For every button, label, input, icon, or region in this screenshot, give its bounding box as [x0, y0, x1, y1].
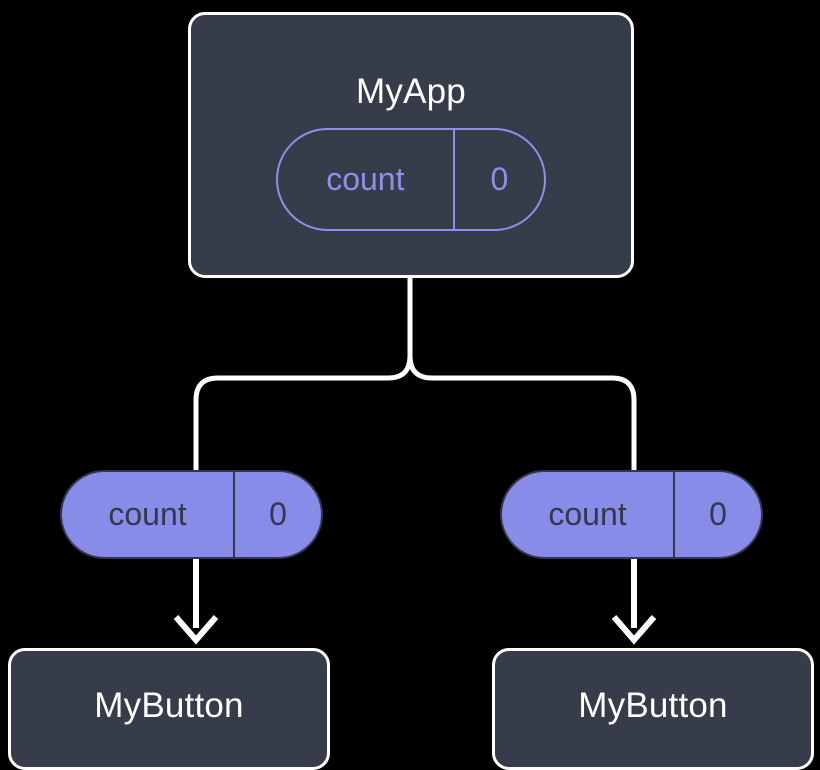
- state-pill-root[interactable]: count 0: [276, 128, 546, 231]
- state-pill-key: count: [502, 472, 675, 557]
- component-node-root[interactable]: MyApp: [188, 12, 634, 278]
- component-label-root: MyApp: [356, 72, 466, 111]
- state-pill-key: count: [62, 472, 235, 557]
- state-flow-arrowhead: [173, 615, 219, 645]
- state-pill-branch-0[interactable]: count 0: [60, 470, 323, 559]
- component-label-child-0: MyButton: [94, 686, 244, 725]
- component-label-child-1: MyButton: [578, 686, 728, 725]
- state-pill-value: 0: [709, 496, 727, 532]
- component-node-child-0[interactable]: MyButton: [8, 648, 330, 770]
- component-node-child-1[interactable]: MyButton: [492, 648, 814, 770]
- state-pill-key: count: [278, 130, 455, 229]
- state-flow-arrowhead: [611, 615, 657, 645]
- state-pill-value: 0: [490, 161, 509, 197]
- state-pill-value: 0: [269, 496, 287, 532]
- state-pill-branch-1[interactable]: count 0: [500, 470, 763, 559]
